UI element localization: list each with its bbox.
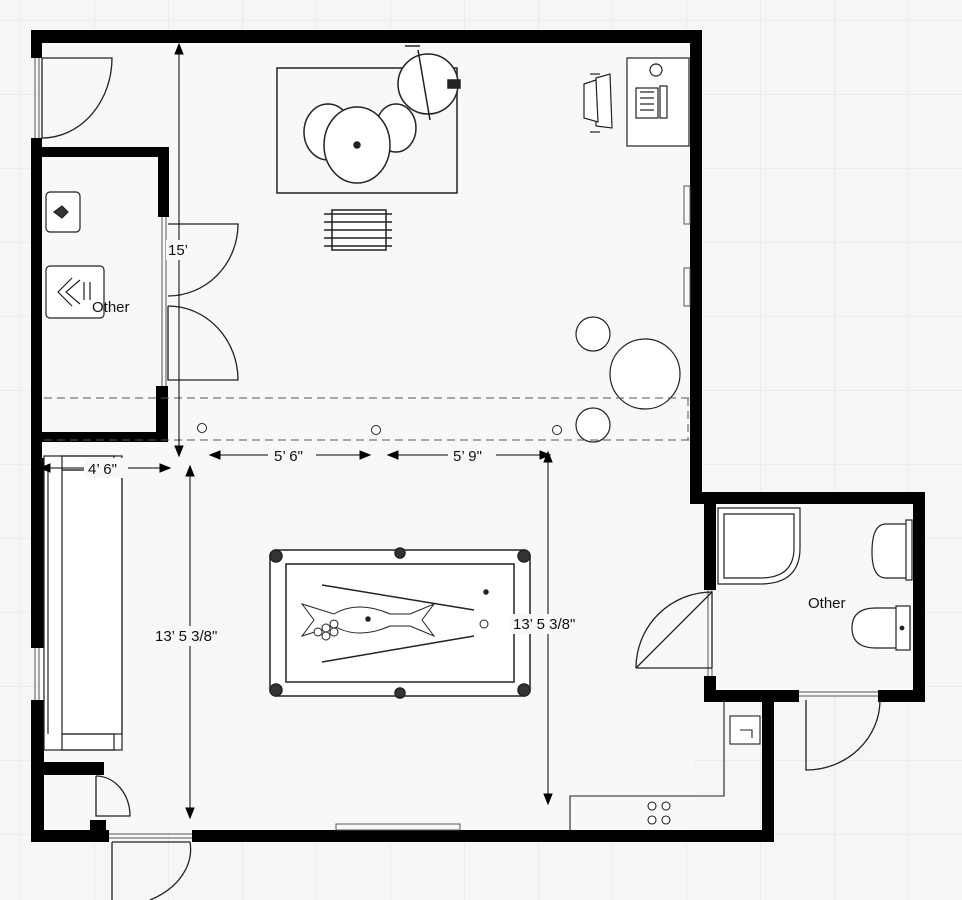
counter bbox=[569, 700, 725, 830]
round-table-icon bbox=[609, 338, 681, 410]
dimension-label: 4’ 6" bbox=[88, 461, 117, 478]
round-table-icon bbox=[303, 45, 461, 184]
wall-small-closet-top bbox=[44, 762, 104, 775]
wall-left-top bbox=[31, 30, 42, 58]
table-football-icon bbox=[324, 209, 392, 251]
stove-icon bbox=[647, 801, 671, 825]
wall-left-mid bbox=[31, 138, 42, 458]
dimension-label: 15’ bbox=[168, 242, 188, 259]
wall-kitchen-right bbox=[762, 700, 774, 842]
wall-left-bottom bbox=[31, 700, 44, 840]
dimension-labels: 15’ 5’ 6" 5’ 9" 4’ 6" 13’ 5 3/8" 13’ 5 3… bbox=[88, 242, 575, 645]
door-swing-icon bbox=[167, 305, 239, 381]
sofa-icon bbox=[43, 455, 123, 751]
doors bbox=[41, 57, 881, 900]
desk-computer-icon bbox=[583, 57, 690, 147]
wall-bath-bottom-right bbox=[878, 690, 925, 702]
room-labels: Other Other bbox=[92, 299, 846, 612]
bar-stools bbox=[575, 316, 681, 443]
ceiling-beam bbox=[44, 397, 690, 441]
wall-top bbox=[31, 30, 702, 43]
wall-closet-bottom bbox=[31, 432, 168, 442]
room-label-bathroom: Other bbox=[808, 595, 846, 612]
wall-bottom-left bbox=[31, 830, 109, 842]
dimension-label: 13’ 5 3/8" bbox=[155, 628, 217, 645]
room-label-closet: Other bbox=[92, 299, 130, 316]
door-swing-icon bbox=[95, 775, 131, 817]
shower-icon bbox=[717, 507, 801, 585]
dimension-label: 5’ 6" bbox=[274, 448, 303, 465]
stool-icon bbox=[575, 316, 611, 352]
wall-bath-bottom-left bbox=[706, 690, 799, 702]
wall-right-upper bbox=[690, 30, 702, 502]
door-swing-icon bbox=[805, 699, 881, 771]
closet-fixtures bbox=[45, 191, 105, 319]
wall-bath-left-lower bbox=[704, 676, 716, 702]
sink-icon bbox=[871, 523, 911, 579]
wall-bath-top bbox=[690, 492, 925, 504]
dimension-label-bg bbox=[84, 240, 590, 646]
door-swing-icon bbox=[167, 223, 239, 297]
wall-closet-top bbox=[31, 147, 169, 157]
wall-closet-right-bottom bbox=[156, 386, 168, 442]
door-swing-icon bbox=[111, 841, 192, 900]
dimension-label: 5’ 9" bbox=[453, 448, 482, 465]
wall-closet-right-top bbox=[158, 147, 169, 217]
stool-icon bbox=[575, 407, 611, 443]
wall-small-closet-right bbox=[90, 820, 106, 834]
beam-posts bbox=[197, 423, 562, 435]
door-swing-icon bbox=[635, 591, 713, 669]
door-swing-icon bbox=[41, 57, 113, 139]
pool-table-icon bbox=[269, 547, 531, 699]
dining-area bbox=[276, 45, 461, 251]
wall-bath-left-upper bbox=[704, 504, 716, 590]
dimension-label: 13’ 5 3/8" bbox=[513, 616, 575, 633]
storage-icon bbox=[45, 265, 105, 319]
wall-bottom bbox=[192, 830, 774, 842]
kitchen-fixtures bbox=[569, 700, 761, 830]
wall-left-lower bbox=[31, 458, 44, 648]
wall-bath-right bbox=[913, 492, 925, 702]
rug bbox=[276, 67, 458, 194]
bathroom-fixtures bbox=[717, 507, 913, 651]
walls bbox=[31, 30, 925, 842]
